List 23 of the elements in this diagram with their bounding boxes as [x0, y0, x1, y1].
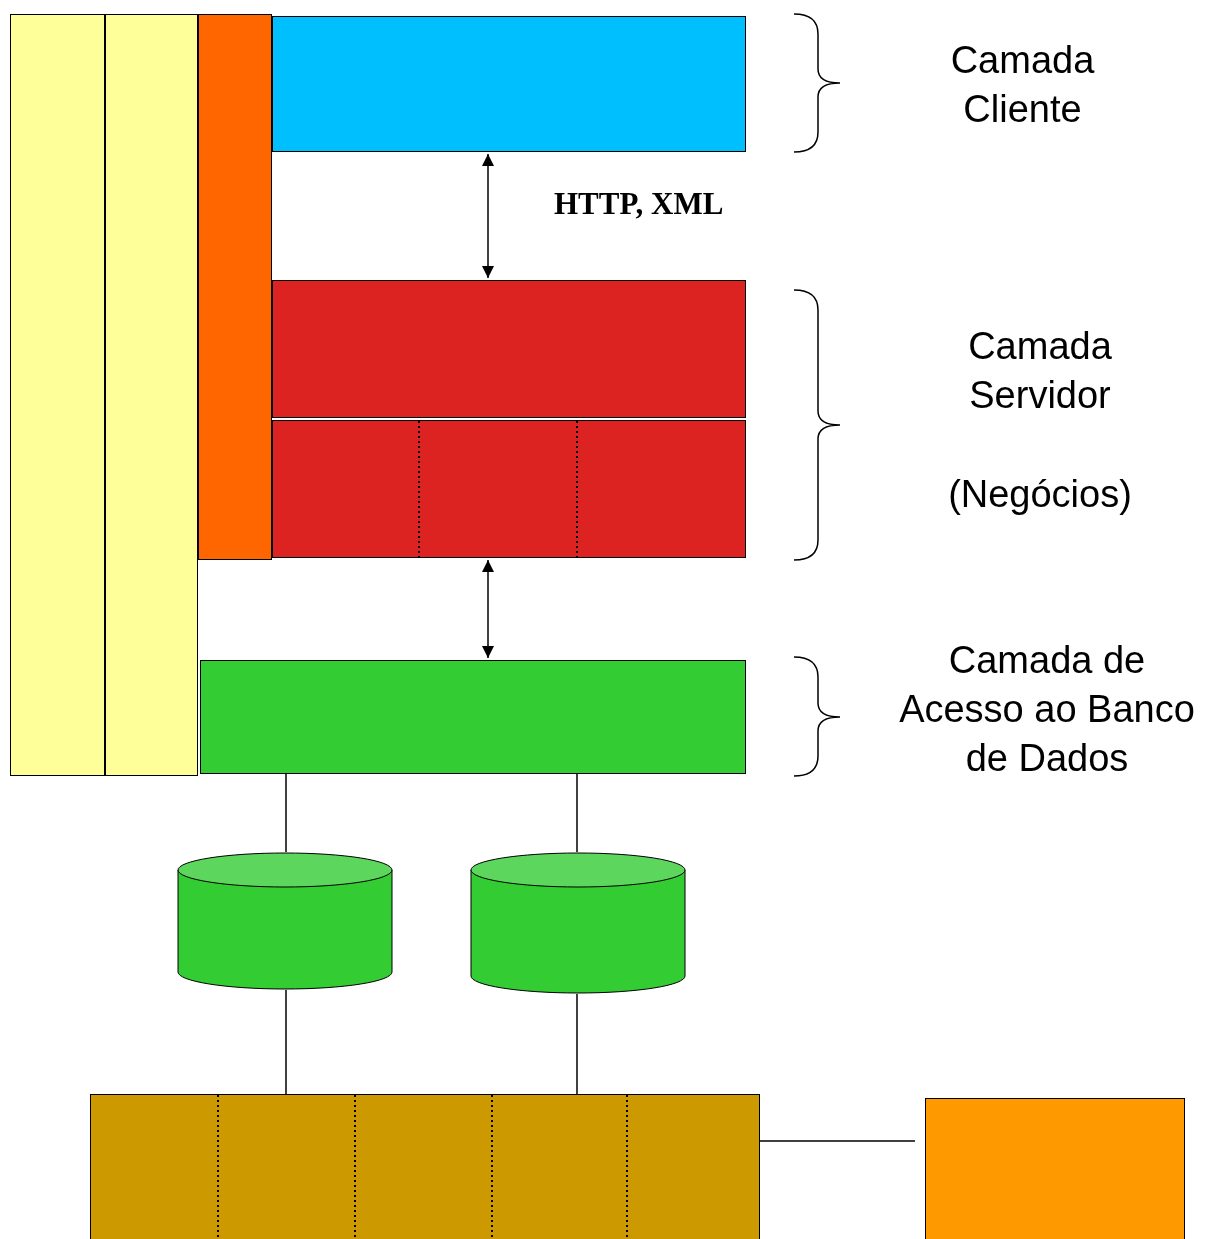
layer-box: [200, 660, 746, 774]
layer-box: [272, 280, 746, 418]
vertical-bar: [10, 14, 105, 776]
layer-label: Camada Cliente: [949, 38, 1096, 132]
double-arrow: [482, 153, 494, 279]
layer-label: Camada Servidor: [967, 324, 1113, 418]
double-arrow: [482, 559, 494, 659]
layer-label: Camada de Acesso ao Banco de Dados: [898, 638, 1196, 781]
connector-line: [576, 993, 578, 1095]
database-cylinder: [470, 852, 686, 994]
database-cylinder: [177, 852, 393, 990]
connector-line: [576, 773, 578, 853]
layer-label: (Negócios): [947, 472, 1133, 517]
vertical-bar: [198, 14, 272, 560]
edge-label: HTTP, XML: [554, 185, 725, 223]
layer-box: [272, 420, 746, 558]
connector-line: [285, 989, 287, 1095]
storage-box: [925, 1098, 1185, 1239]
vertical-bar: [105, 14, 198, 776]
connector-line: [285, 773, 287, 853]
storage-box: [90, 1094, 760, 1239]
layer-box: [272, 16, 746, 152]
connector-line: [759, 1140, 916, 1142]
